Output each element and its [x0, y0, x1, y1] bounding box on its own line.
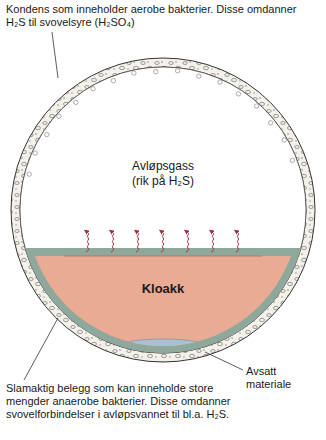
gas-arrow [211, 231, 214, 252]
droplet [57, 114, 61, 118]
gas-arrow [136, 231, 139, 252]
deposit [115, 339, 211, 357]
droplet [282, 138, 286, 142]
droplet [91, 87, 95, 91]
leader-line [205, 352, 243, 370]
leader-line [24, 318, 58, 380]
droplet [236, 92, 240, 96]
gas-arrow [111, 231, 114, 252]
droplet [218, 80, 222, 84]
gas-arrows [86, 231, 239, 252]
droplet [254, 104, 258, 108]
gas-arrow [236, 231, 239, 252]
gas-label: Avløpsgass [113, 160, 213, 173]
gas-arrow [86, 231, 89, 252]
droplet [290, 158, 294, 162]
condensate-drops [27, 69, 294, 177]
droplet [45, 132, 49, 136]
droplet [154, 69, 158, 73]
sewage [27, 256, 299, 346]
droplet [111, 78, 115, 82]
droplet [197, 74, 201, 78]
gas-space [20, 67, 306, 353]
sewage-label: Kloakk [113, 282, 213, 295]
pipe-wall [11, 58, 315, 362]
droplet [175, 69, 179, 73]
droplet [132, 71, 136, 75]
leader-line [52, 32, 58, 78]
condensate-note: Kondens som inneholder aerobe bakterier.… [6, 3, 306, 29]
deposit-label: Avsatt materiale [246, 365, 324, 391]
slime-layer [20, 248, 306, 353]
gas-arrow [186, 231, 189, 252]
droplet [74, 100, 78, 104]
gas-label: (rik på H₂S) [113, 175, 213, 188]
gas-arrow [161, 231, 164, 252]
water-surface [64, 256, 262, 257]
droplet [268, 121, 272, 125]
slime-note: Slamaktig belegg som kan inneholde store… [6, 382, 242, 421]
droplet [27, 172, 31, 176]
droplet [33, 151, 37, 155]
